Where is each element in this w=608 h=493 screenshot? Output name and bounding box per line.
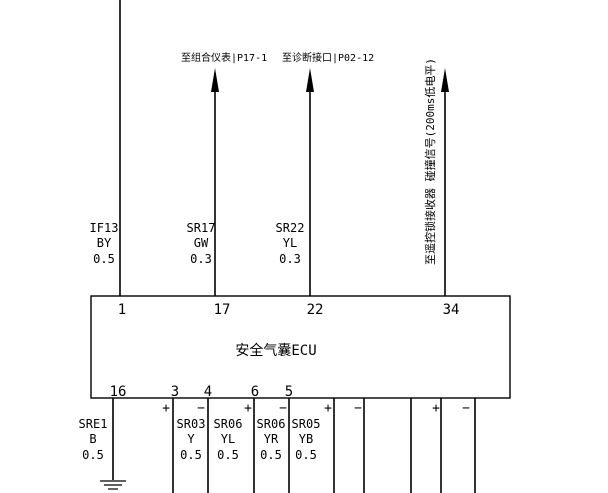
- wire-color-pin-5: YB: [299, 432, 313, 446]
- wire-color-pin-6: YR: [264, 432, 279, 446]
- polarity-minus-4: −: [197, 401, 205, 416]
- ecu-box: [90, 295, 511, 399]
- wire-gauge-pin-1: 0.5: [93, 252, 115, 266]
- polarity-minus-d: −: [462, 401, 470, 416]
- arrow-icon-pin-34: [441, 68, 449, 92]
- wire-gauge-pin-22: 0.3: [279, 252, 301, 266]
- polarity-minus-b: −: [354, 401, 362, 416]
- polarity-plus-a: +: [324, 401, 332, 416]
- pin-label-34: 34: [443, 302, 460, 318]
- wire-gauge-pin-5: 0.5: [295, 448, 317, 462]
- wire-color-pin-1: BY: [97, 236, 112, 250]
- wire-color-pin-4: YL: [221, 432, 235, 446]
- wire-code-pin-5: SR05: [292, 417, 321, 431]
- arrow-icon-pin-22: [306, 68, 314, 92]
- polarity-minus-5: −: [279, 401, 287, 416]
- wire-code-pin-16: SRE1: [79, 417, 108, 431]
- wire-code-pin-4: SR06: [214, 417, 243, 431]
- wire-gauge-pin-3: 0.5: [180, 448, 202, 462]
- wire-gauge-pin-4: 0.5: [217, 448, 239, 462]
- ground-icon: [100, 480, 126, 490]
- wire-code-pin-1: IF13: [90, 221, 119, 235]
- wire-gauge-pin-17: 0.3: [190, 252, 212, 266]
- polarity-plus-c: +: [432, 401, 440, 416]
- destination-pin-22: 至诊断接口|P02-12: [282, 51, 374, 64]
- pin-label-22: 22: [307, 302, 324, 318]
- pin-label-1: 1: [118, 302, 126, 318]
- pin-label-3: 3: [171, 384, 179, 400]
- destination-pin-17: 至组合仪表|P17-1: [181, 51, 267, 64]
- wire-gauge-pin-16: 0.5: [82, 448, 104, 462]
- polarity-plus-6: +: [244, 401, 252, 416]
- polarity-plus-3: +: [162, 401, 170, 416]
- wire-color-pin-3: Y: [187, 432, 195, 446]
- wire-code-pin-22: SR22: [276, 221, 305, 235]
- pin-label-5: 5: [285, 384, 293, 400]
- wire-code-pin-6: SR06: [257, 417, 286, 431]
- arrow-icon-pin-17: [211, 68, 219, 92]
- wire-code-pin-17: SR17: [187, 221, 216, 235]
- pin-label-16: 16: [110, 384, 127, 400]
- ecu-label: 安全气囊ECU: [235, 342, 316, 359]
- wire-color-pin-17: GW: [194, 236, 209, 250]
- pin-label-4: 4: [204, 384, 212, 400]
- wire-gauge-pin-6: 0.5: [260, 448, 282, 462]
- pin-label-17: 17: [214, 302, 231, 318]
- wire-code-pin-3: SR03: [177, 417, 206, 431]
- pin-label-6: 6: [251, 384, 259, 400]
- wire-color-pin-22: YL: [283, 236, 297, 250]
- destination-pin-34: 至遥控锁接收器 碰撞信号(200ms低电平): [423, 58, 437, 265]
- wire-color-pin-16: B: [89, 432, 96, 446]
